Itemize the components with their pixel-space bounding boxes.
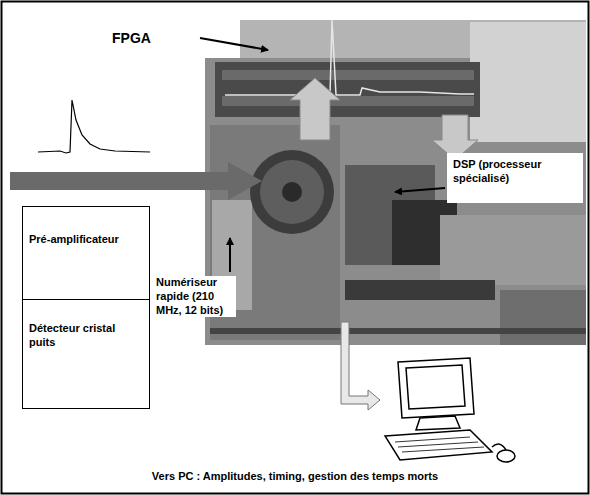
output-arrow <box>341 322 380 410</box>
pc-icon <box>385 358 515 462</box>
fpga-label: FPGA <box>112 30 172 48</box>
leader-arrow <box>200 38 268 50</box>
board-photo <box>205 20 586 345</box>
leader-arrow <box>229 238 231 272</box>
input-arrow <box>10 162 262 200</box>
dsp-box: DSP (processeur spécialisé) <box>447 153 583 203</box>
detector-box: Détecteur cristal puits <box>22 299 150 409</box>
output-caption: Vers PC : Amplitudes, timing, gestion de… <box>10 470 580 484</box>
up-arrow <box>290 78 340 140</box>
box-text: Détecteur cristal puits <box>29 322 143 350</box>
digitizer-label: Numériseur rapide (210 MHz, 12 bits) <box>156 276 236 317</box>
box-text: Pré-amplificateur <box>29 233 143 247</box>
pulse-signal <box>38 100 150 153</box>
leader-arrow <box>395 188 445 192</box>
box-text: DSP (processeur spécialisé) <box>453 158 577 186</box>
preamp-box: Pré-amplificateur <box>22 206 150 300</box>
